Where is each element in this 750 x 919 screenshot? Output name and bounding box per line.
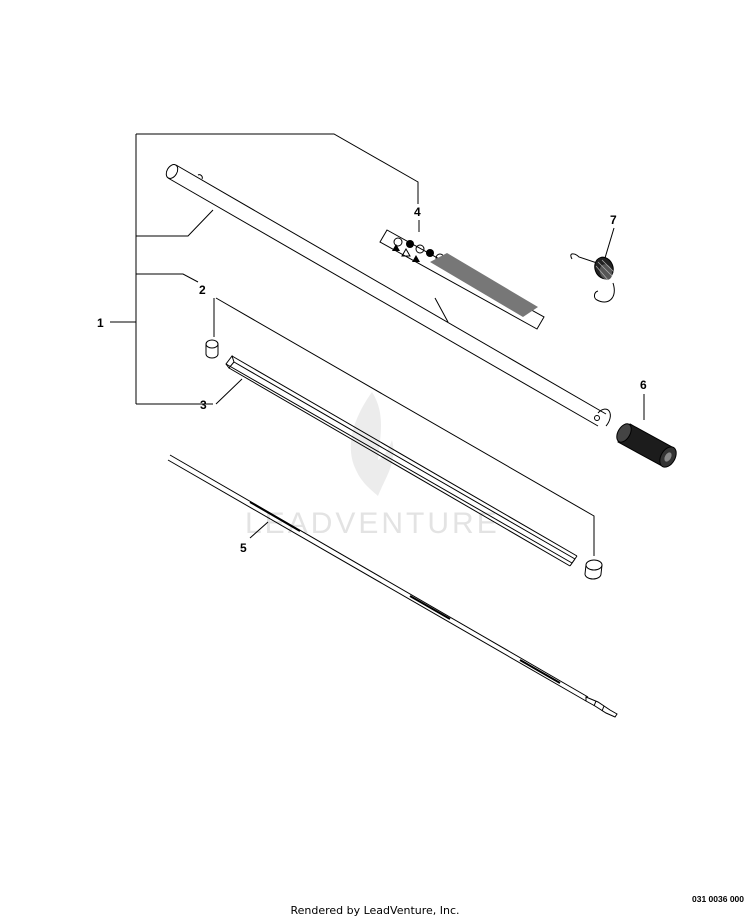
callout-1[interactable]: 1 [97, 316, 104, 330]
callout-6[interactable]: 6 [640, 378, 647, 392]
part-warning-label[interactable] [379, 229, 545, 330]
watermark: LEADVENTURE [245, 392, 500, 540]
callouts: 1 2 3 4 5 6 7 [97, 205, 647, 555]
callout-4[interactable]: 4 [414, 205, 421, 219]
part-bushing-bottom[interactable] [584, 559, 603, 580]
watermark-text: LEADVENTURE [245, 507, 500, 540]
part-drive-shaft[interactable] [167, 454, 618, 718]
part-grip-sleeve[interactable] [614, 421, 680, 470]
tube-hole [594, 415, 600, 421]
part-spring[interactable] [570, 253, 616, 303]
callout-5[interactable]: 5 [240, 541, 247, 555]
label-text-block [430, 253, 538, 317]
label-icons [392, 237, 445, 263]
callout-7[interactable]: 7 [610, 213, 617, 227]
callout-3[interactable]: 3 [200, 398, 207, 412]
part-liner[interactable] [225, 354, 578, 567]
drawing-code: 031 0036 000 [692, 894, 744, 904]
leader-lines [110, 133, 645, 556]
watermark-flame-logo [350, 392, 394, 496]
callout-2[interactable]: 2 [199, 283, 206, 297]
part-tube[interactable] [164, 163, 611, 427]
footer-credit: Rendered by LeadVenture, Inc. [290, 904, 459, 917]
part-bushing-top[interactable] [205, 339, 219, 359]
